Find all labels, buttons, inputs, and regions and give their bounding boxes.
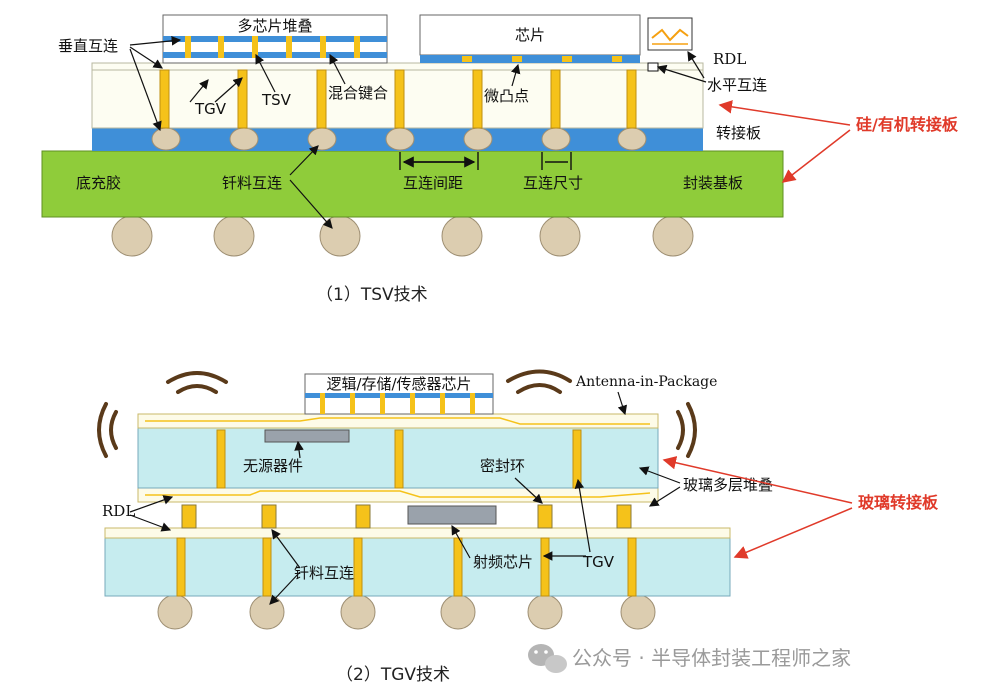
label-tsv: TSV xyxy=(261,91,292,109)
tgv-passive-device xyxy=(264,429,350,443)
label-hybrid-bonding: 混合键合 xyxy=(328,84,388,102)
label-glass-multilayer-stack: 玻璃多层堆叠 xyxy=(683,476,773,494)
tsv-chip xyxy=(419,14,641,63)
label-tgv: TGV xyxy=(582,553,615,571)
label-interconnect-pitch: 互连间距 xyxy=(403,174,463,192)
tsv-vias xyxy=(159,69,637,129)
label-tgv-tsv: TGV xyxy=(194,100,227,118)
label-solder-interconnect: 钎料互连 xyxy=(222,174,282,192)
label-si-organic-interposer: 硅/有机转接板 xyxy=(856,115,959,134)
label-seal-ring: 密封环 xyxy=(480,457,525,475)
tsv-leader-arrows xyxy=(129,36,707,229)
label-tgv-rdl: RDL xyxy=(102,502,135,520)
label-microbump: 微凸点 xyxy=(484,87,529,105)
label-underfill: 底充胶 xyxy=(76,174,121,192)
label-horizontal-interconnect: 水平互连 xyxy=(707,76,767,94)
tgv-diagram: 逻辑/存储/传感器芯片 Antenna-in-Package 无源器件 密封环 … xyxy=(97,369,939,685)
label-interconnect-size: 互连尺寸 xyxy=(523,174,583,192)
tsv-multichip-stack xyxy=(162,14,388,64)
label-multichip-stack: 多芯片堆叠 xyxy=(237,17,312,35)
label-rf-chip: 射频芯片 xyxy=(473,553,533,571)
tgv-leader-arrows xyxy=(129,391,681,605)
tsv-dimension-marks xyxy=(399,152,572,170)
watermark: 公众号 · 半导体封装工程师之家 xyxy=(528,644,851,673)
caption-tgv: （2）TGV技术 xyxy=(336,665,450,685)
tsv-diagram: 多芯片堆叠 芯片 RDL 水平互连 垂直互连 TGV TSV 混合键合 微凸点 … xyxy=(41,14,959,305)
label-vertical-interconnect: 垂直互连 xyxy=(58,37,118,55)
tsv-red-arrows xyxy=(718,100,851,183)
watermark-text: 公众号 · 半导体封装工程师之家 xyxy=(572,646,851,670)
tgv-rf-chip xyxy=(407,505,497,525)
tgv-solder-balls xyxy=(157,594,656,630)
tgv-red-arrows xyxy=(662,456,853,559)
label-antenna-in-package: Antenna-in-Package xyxy=(575,374,717,390)
caption-tsv: （1）TSV技术 xyxy=(316,285,428,305)
tsv-rdl-inset xyxy=(647,17,693,72)
antenna-wave-icon xyxy=(97,369,697,458)
label-glass-interposer: 玻璃转接板 xyxy=(858,493,939,512)
tgv-mid-bumps xyxy=(181,504,632,529)
label-logic-memory-sensor-chip: 逻辑/存储/传感器芯片 xyxy=(326,375,471,393)
label-package-substrate: 封装基板 xyxy=(683,174,743,192)
label-interposer: 转接板 xyxy=(716,124,761,142)
tsv-bumps xyxy=(151,127,647,151)
tsv-solder-balls xyxy=(111,215,694,257)
label-passive-device: 无源器件 xyxy=(243,457,303,475)
label-tsv-rdl: RDL xyxy=(713,50,746,68)
wechat-icon xyxy=(528,644,567,673)
tgv-lower-glass xyxy=(104,535,731,597)
tgv-lower-vias xyxy=(176,537,637,597)
tgv-logic-chip xyxy=(304,373,494,415)
label-chip: 芯片 xyxy=(515,26,545,44)
label-tgv-solder-interconnect: 钎料互连 xyxy=(294,564,354,582)
